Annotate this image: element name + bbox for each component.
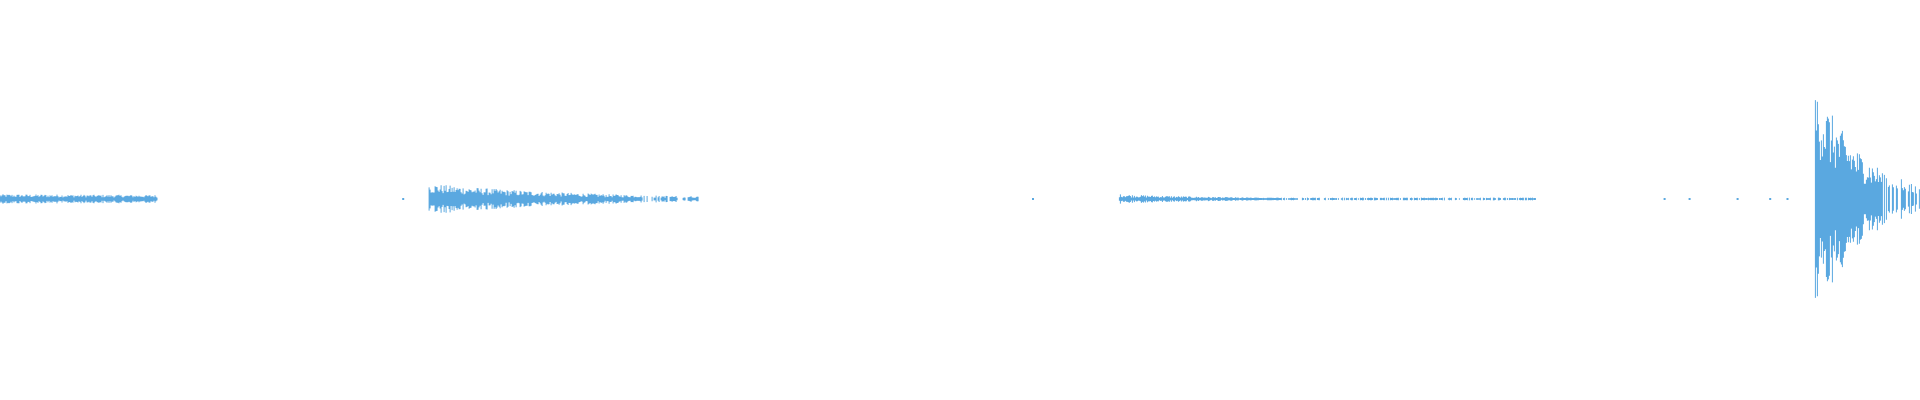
waveform-bursts [0,100,1920,298]
waveform-speck-2 [1032,198,1034,200]
waveform-speck-4 [1688,198,1691,200]
waveform-burst-2 [428,185,699,213]
waveform-speck-1 [402,198,405,200]
waveform-burst-3 [1118,194,1536,204]
waveform-specks [402,198,1789,200]
waveform-burst-1 [0,194,158,204]
waveform-speck-3 [1663,198,1666,200]
waveform-speck-7 [1786,198,1789,200]
waveform-speck-5 [1736,198,1739,200]
waveform-burst-4 [1814,100,1920,298]
waveform-speck-6 [1769,198,1772,200]
